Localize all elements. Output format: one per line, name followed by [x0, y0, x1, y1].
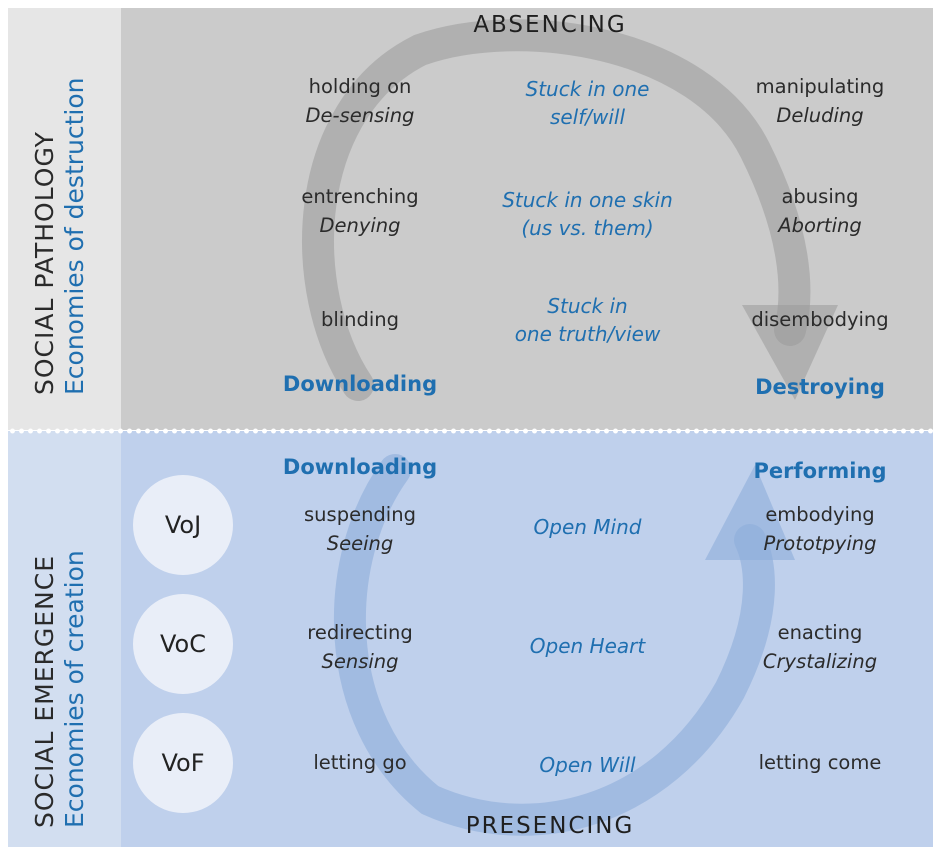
presencing-arrow	[333, 454, 795, 836]
dotted-divider	[8, 428, 933, 434]
pathology-subtitle: Economies of destruction	[60, 77, 89, 395]
emergence-center-cell-3: Open Will	[539, 753, 636, 777]
absencing-heading: ABSENCING	[473, 12, 627, 38]
pathology-side-title: SOCIAL PATHOLOGY Economies of destructio…	[30, 77, 90, 395]
absencing-arrow	[302, 19, 838, 401]
emergence-left-cell-3: letting go	[313, 751, 407, 774]
emergence-center-cell-1: Open Mind	[533, 515, 642, 539]
pathology-left-label: Downloading	[282, 372, 438, 396]
voice-of-fear-circle: VoF	[133, 713, 233, 813]
presencing-heading: PRESENCING	[465, 813, 635, 839]
pathology-center-cell-2: Stuck in one skin(us vs. them)	[502, 188, 673, 240]
pathology-sidebar	[8, 8, 121, 430]
emergence-right-cell-3: letting come	[758, 751, 882, 774]
emergence-center-cell-2: Open Heart	[529, 634, 646, 658]
voice-of-cynicism-circle: VoC	[133, 594, 233, 694]
emergence-panel	[121, 431, 933, 847]
pathology-left-cell-3: blinding	[320, 308, 400, 331]
pathology-right-label: Destroying	[755, 375, 885, 399]
pathology-title: SOCIAL PATHOLOGY	[30, 131, 59, 395]
emergence-sidebar	[8, 431, 121, 847]
emergence-right-label: Performing	[753, 459, 887, 483]
emergence-side-title: SOCIAL EMERGENCE Economies of creation	[30, 550, 90, 828]
emergence-left-label: Downloading	[282, 455, 438, 479]
voice-of-judgment-circle: VoJ	[133, 475, 233, 575]
emergence-title: SOCIAL EMERGENCE	[30, 554, 59, 828]
pathology-right-cell-3: disembodying	[751, 308, 889, 331]
emergence-subtitle: Economies of creation	[60, 550, 89, 828]
